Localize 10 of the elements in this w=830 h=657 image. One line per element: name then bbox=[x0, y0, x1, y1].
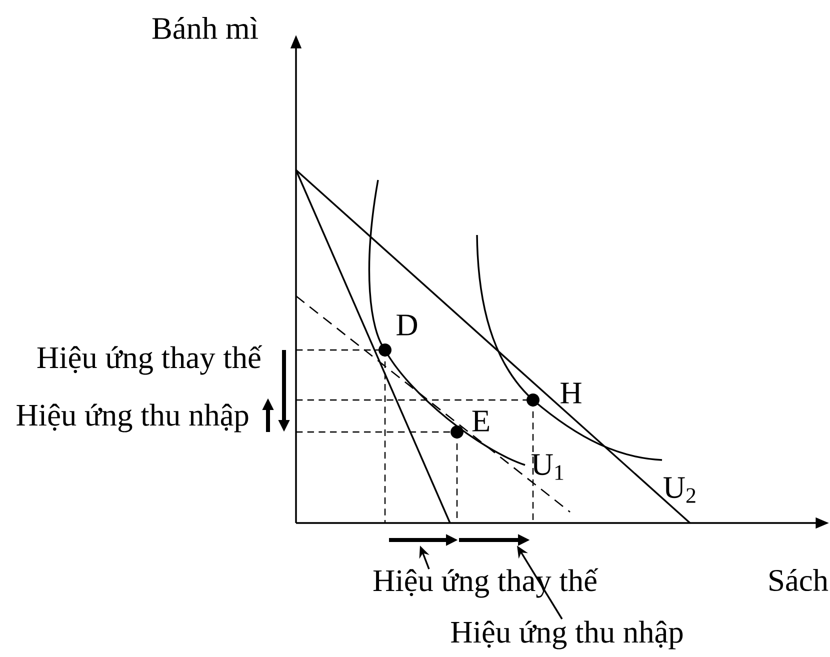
axis-label: Sách bbox=[770, 568, 828, 592]
point-label: U$_{2}$ bbox=[664, 477, 696, 503]
effect-label: Hiệu ứng thu nhập bbox=[16, 404, 248, 432]
axis-label: Bánh mì bbox=[152, 16, 258, 40]
point-label: U$_{1}$ bbox=[532, 454, 564, 480]
point-label: H bbox=[560, 382, 582, 404]
point-label: D bbox=[396, 314, 418, 336]
leader-text: Hiệu ứng thu nhập bbox=[451, 620, 683, 650]
point-label: E bbox=[472, 410, 489, 432]
effect-label: Hiệu ứng thay thế bbox=[37, 345, 262, 375]
